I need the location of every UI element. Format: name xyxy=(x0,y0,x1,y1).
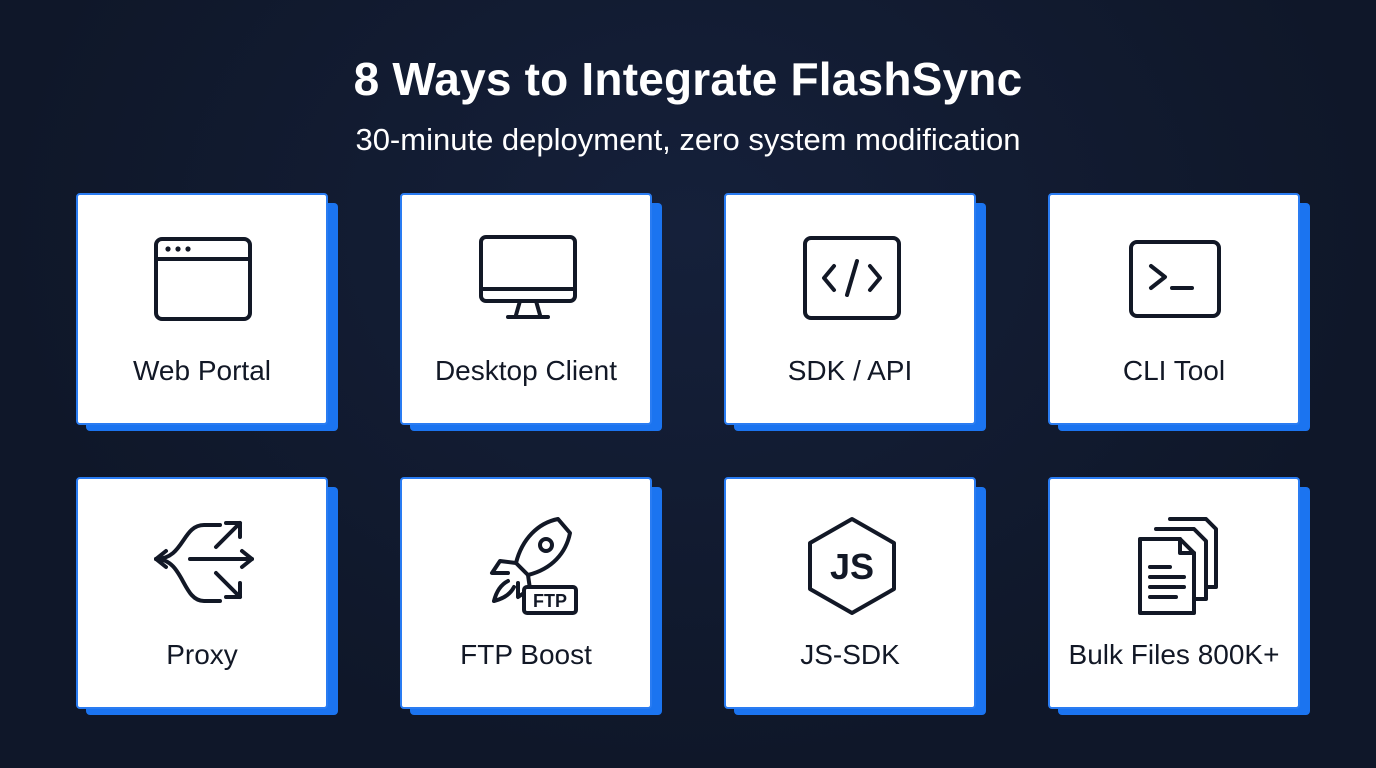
card-sdk-api[interactable]: SDK / API xyxy=(724,193,986,431)
desktop-monitor-icon xyxy=(478,231,578,331)
code-brackets-icon xyxy=(802,231,902,331)
card-body[interactable]: JS JS-SDK xyxy=(724,477,976,709)
ftp-badge-text: FTP xyxy=(533,591,567,611)
card-bulk-files[interactable]: Bulk Files 800K+ xyxy=(1048,477,1310,715)
crossing-arrows-icon xyxy=(154,515,254,615)
card-label: Bulk Files 800K+ xyxy=(1068,639,1280,670)
card-cli-tool[interactable]: CLI Tool xyxy=(1048,193,1310,431)
card-label: Web Portal xyxy=(133,355,271,386)
card-label: Desktop Client xyxy=(434,355,618,386)
card-label: Proxy xyxy=(166,639,238,670)
js-badge-text: JS xyxy=(830,546,874,587)
card-js-sdk[interactable]: JS JS-SDK xyxy=(724,477,986,715)
card-label: FTP Boost xyxy=(460,639,592,670)
card-body[interactable]: FTP FTP Boost xyxy=(400,477,652,709)
card-label: JS-SDK xyxy=(800,639,900,670)
card-ftp-boost[interactable]: FTP FTP Boost xyxy=(400,477,662,715)
page-subtitle: 30-minute deployment, zero system modifi… xyxy=(355,122,1021,157)
card-web-portal[interactable]: Web Portal xyxy=(76,193,338,431)
page-title: 8 Ways to Integrate FlashSync xyxy=(353,53,1023,105)
stacked-documents-icon xyxy=(1126,515,1226,615)
card-proxy[interactable]: Proxy xyxy=(76,477,338,715)
card-desktop-client[interactable]: Desktop Client xyxy=(400,193,662,431)
card-body[interactable]: Web Portal xyxy=(76,193,328,425)
rocket-ftp-icon: FTP xyxy=(478,515,578,615)
terminal-prompt-icon xyxy=(1126,231,1226,331)
js-hexagon-icon: JS xyxy=(802,515,902,615)
card-body[interactable]: Desktop Client xyxy=(400,193,652,425)
card-body[interactable]: SDK / API xyxy=(724,193,976,425)
browser-window-icon xyxy=(154,231,254,331)
card-label: CLI Tool xyxy=(1122,355,1226,386)
card-body[interactable]: CLI Tool xyxy=(1048,193,1300,425)
card-body[interactable]: Bulk Files 800K+ xyxy=(1048,477,1300,709)
card-label: SDK / API xyxy=(787,355,913,386)
card-body[interactable]: Proxy xyxy=(76,477,328,709)
